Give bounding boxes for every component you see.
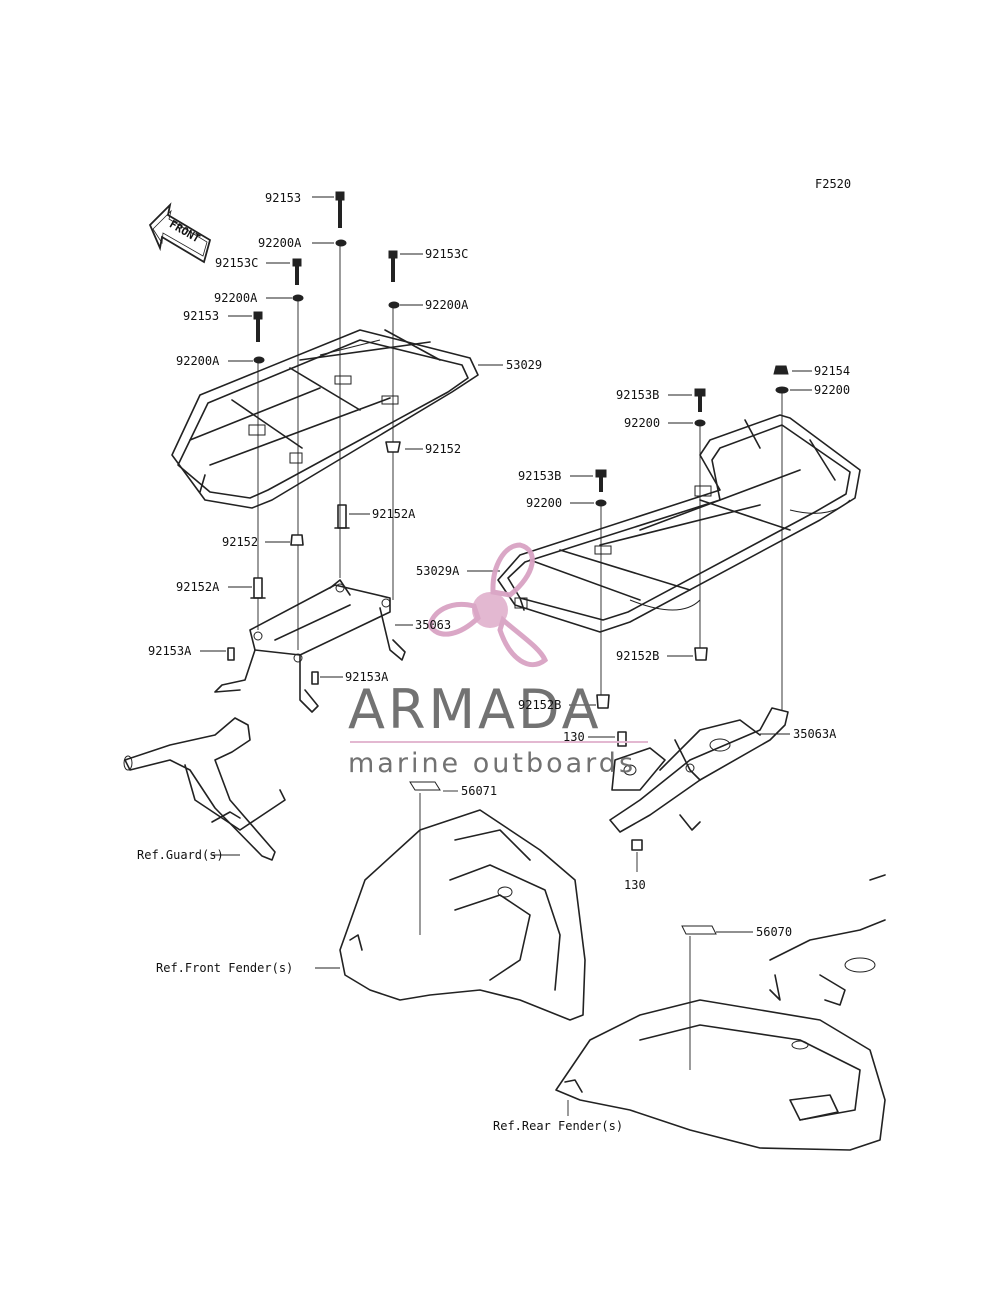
diagram-code: F2520	[815, 177, 851, 191]
callout-92154: 92154	[814, 364, 850, 378]
callout-92200-r2: 92200	[624, 416, 660, 430]
ref-front-fender-label: Ref.Front Fender(s)	[156, 961, 293, 975]
callout-35063: 35063	[415, 618, 451, 632]
rear-fender-reference	[555, 874, 886, 1151]
rear-leader-lines	[467, 370, 812, 872]
guard-reference	[123, 717, 286, 861]
front-fasteners	[227, 191, 401, 685]
propeller-logo-icon	[427, 542, 549, 668]
callout-53029: 53029	[506, 358, 542, 372]
rear-bracket-35063A	[609, 707, 789, 833]
callout-92200-r1: 92200	[814, 383, 850, 397]
callout-92200A-left3: 92200A	[176, 354, 220, 368]
front-leader-lines	[200, 196, 503, 856]
callout-92152B-l: 92152B	[518, 698, 561, 712]
front-bracket-35063	[214, 579, 406, 713]
callout-130-bot: 130	[624, 878, 646, 892]
callout-92200A-right: 92200A	[425, 298, 469, 312]
callout-92153A-mid: 92153A	[345, 670, 389, 684]
callout-92200-r3: 92200	[526, 496, 562, 510]
callout-92152-left: 92152	[222, 535, 258, 549]
callout-92152-right: 92152	[425, 442, 461, 456]
callout-92200A-top: 92200A	[258, 236, 302, 250]
callout-labels: 92153 92200A 92153C 92200A 92153 92200A …	[137, 191, 850, 1133]
callout-92153C-right: 92153C	[425, 247, 468, 261]
front-arrow-icon: FRONT	[148, 202, 212, 264]
watermark-brand: ARMADA	[348, 678, 602, 741]
fender-leader-lines	[315, 790, 753, 1116]
ref-rear-fender-label: Ref.Rear Fender(s)	[493, 1119, 623, 1133]
callout-92152A-left: 92152A	[176, 580, 220, 594]
callout-92152B-r: 92152B	[616, 649, 659, 663]
callout-56070: 56070	[756, 925, 792, 939]
callout-53029A: 53029A	[416, 564, 460, 578]
front-fender-reference	[339, 781, 586, 1021]
callout-92153A-left: 92153A	[148, 644, 192, 658]
callout-92153-top: 92153	[265, 191, 301, 205]
callout-92152A-mid: 92152A	[372, 507, 416, 521]
callout-92153B-r: 92153B	[616, 388, 659, 402]
callout-35063A: 35063A	[793, 727, 837, 741]
callout-130-top: 130	[563, 730, 585, 744]
armada-watermark: ARMADA marine outboards	[348, 542, 648, 779]
callout-56071: 56071	[461, 784, 497, 798]
callout-92200A-left2: 92200A	[214, 291, 258, 305]
ref-guard-label: Ref.Guard(s)	[137, 848, 224, 862]
rear-fasteners	[595, 365, 789, 851]
rear-carrier-53029A	[497, 414, 861, 633]
callout-92153-left: 92153	[183, 309, 219, 323]
callout-92153B-l: 92153B	[518, 469, 561, 483]
callout-92153C-left: 92153C	[215, 256, 258, 270]
watermark-tagline: marine outboards	[348, 748, 636, 779]
